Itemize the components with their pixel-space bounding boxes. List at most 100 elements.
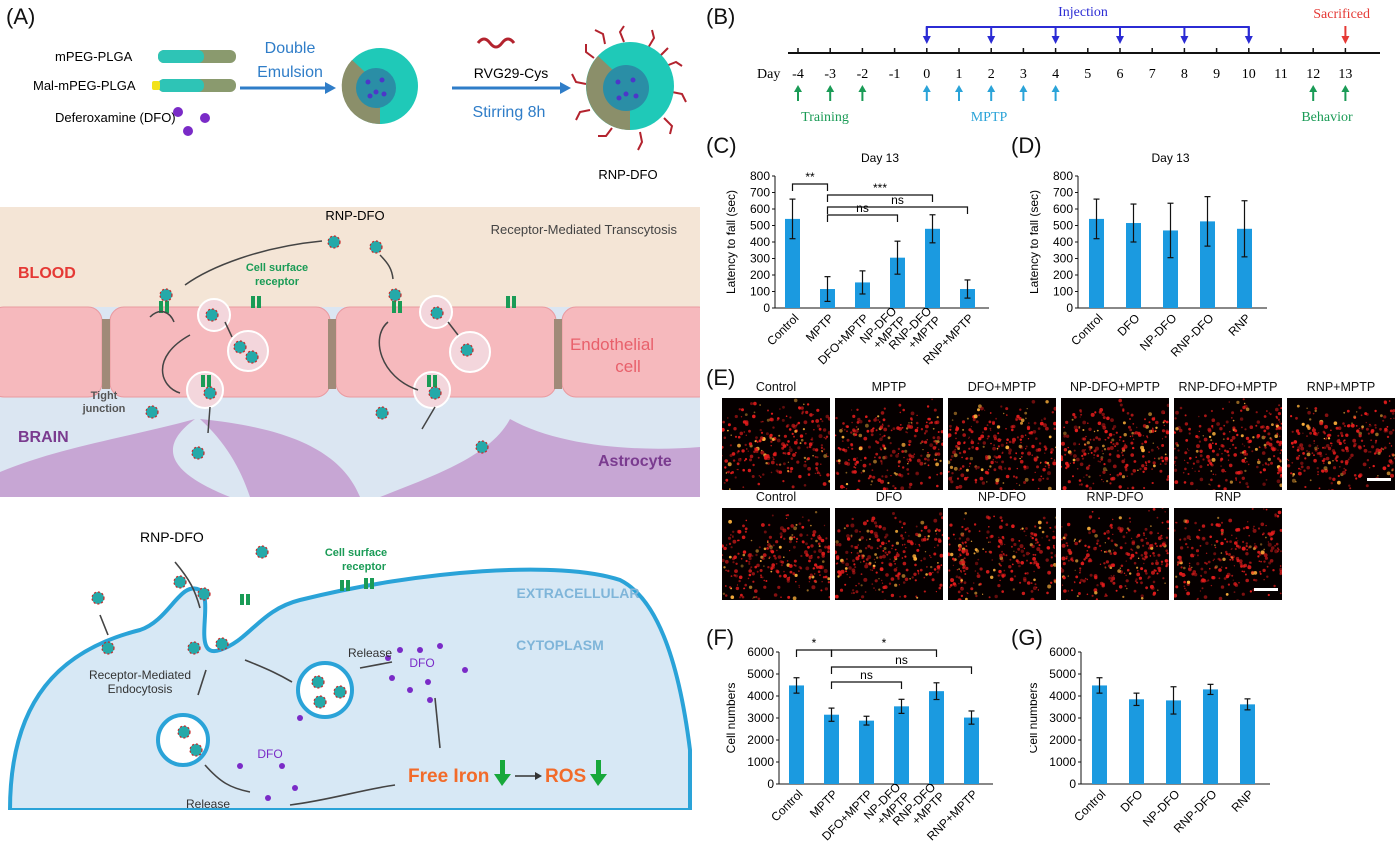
timeline-diagram: Sacrificed Injection Day Training MPTP B… [757,5,1380,125]
y-tick-label: 0 [1069,777,1076,791]
bar [964,717,979,784]
significance-bracket [826,214,899,222]
rnp-dfo-particle [571,25,687,151]
y-tick-label: 400 [1053,235,1073,249]
behavior-arrow-head [1309,85,1318,92]
panel-label-c: (C) [706,133,737,158]
y-tick-label: 600 [750,202,770,216]
dfo-label-1: DFO [409,656,434,670]
timeline-day-label: 7 [1149,67,1156,82]
y-tick-label: 1000 [747,755,774,769]
material-dfo: Deferoxamine (DFO) [55,110,176,125]
timeline-day-label: 4 [1052,67,1059,82]
fluorescence-pattern [948,512,1056,600]
microscopy-image [1061,508,1169,600]
timeline-day-label: -2 [857,67,869,82]
y-tick-label: 4000 [1049,689,1076,703]
cell-receptor-label-2: receptor [342,561,387,573]
sacrificed-label: Sacrificed [1313,7,1370,22]
y-tick-label: 100 [1053,285,1073,299]
material-mpeg-plga: mPEG-PLGA [55,49,133,64]
fluorescence-pattern [1287,400,1395,490]
endothelial-label-1: Endothelial [570,335,654,354]
timeline-day-label: 1 [956,67,963,82]
bbb-rnp-label: RNP-DFO [325,208,384,223]
significance-bracket [791,183,829,191]
y-tick-label: 800 [1053,169,1073,183]
training-label: Training [801,110,849,125]
fluorescence-pattern [1061,508,1169,600]
mptp-arrow-head [1051,85,1060,92]
microscopy-image [722,398,830,490]
mptp-arrow-head [987,85,996,92]
y-tick-label: 200 [750,268,770,282]
y-tick-label: 2000 [1049,733,1076,747]
chart-title: Day 13 [861,151,899,165]
microscopy-label: MPTP [871,380,907,394]
free-iron-label: Free Iron [408,766,489,787]
significance-label: *** [873,181,887,195]
blood-region [0,207,700,307]
cell-dfo-dots [237,643,468,801]
panel-label-f: (F) [706,625,735,650]
down-arrow-iron-head [494,774,511,786]
x-tick-label: MPTP [803,311,836,344]
y-tick-label: 0 [767,777,774,791]
y-tick-label: 500 [750,219,770,233]
bar [1126,223,1141,308]
bbb-transcytosis-diagram: RNP-DFO Receptor-Mediated Transcytosis B… [0,207,700,497]
timeline-day-label: 2 [988,67,995,82]
training-arrow-head [858,85,867,92]
bbb-receptor-label-2: receptor [255,276,300,288]
endothelial-layer [0,306,700,398]
arrow-step1-head [325,82,336,94]
significance-bracket [830,649,938,657]
y-tick-label: 0 [763,301,770,315]
ros-label: ROS [545,766,586,787]
microscopy-image [1061,398,1169,490]
bar [824,714,839,784]
timeline-day-label: 3 [1020,67,1027,82]
fluorescence-pattern [722,398,830,490]
fluorescence-pattern [1174,508,1282,600]
significance-label: ns [895,653,908,667]
endocytosis-label-2: Endocytosis [108,682,173,696]
astrocyte-label: Astrocyte [598,453,672,470]
cell-arrows [99,561,441,806]
timeline-day-label: 6 [1117,67,1124,82]
y-axis-label: Cell numbers [724,683,738,754]
panel-label-a: (A) [6,4,36,29]
microscopy-label: RNP-DFO+MPTP [1178,380,1278,394]
x-tick-label: DFO [1115,311,1143,339]
x-tick-label: Control [768,787,805,824]
significance-bracket [830,681,903,689]
microscopy-label: NP-DFO [978,490,1026,504]
bar [894,706,909,784]
chart-title: Day 13 [1151,151,1189,165]
significance-label: ns [860,668,873,682]
y-tick-label: 200 [1053,268,1073,282]
bar [855,282,870,308]
significance-label: ** [805,170,815,184]
tight-junction-label-1: Tight [91,390,118,402]
y-tick-label: 800 [750,169,770,183]
timeline-day-label: -4 [792,67,804,82]
significance-label: * [812,636,817,650]
panel-label-d: (D) [1011,133,1042,158]
y-tick-label: 300 [750,252,770,266]
mptp-arrow-head [922,85,931,92]
microscopy-image [1174,398,1282,490]
bar [929,691,944,784]
timeline-day-label: 13 [1338,67,1352,82]
cell-rnp-particles [91,545,347,757]
scale-bar [1254,588,1278,591]
microscopy-label: NP-DFO+MPTP [1070,380,1160,394]
endosome-2 [156,713,210,767]
x-tick-label: Control [1068,311,1105,348]
material-mal-mpeg-plga: Mal-mPEG-PLGA [33,78,136,93]
y-tick-label: 300 [1053,252,1073,266]
bar [1129,699,1144,784]
